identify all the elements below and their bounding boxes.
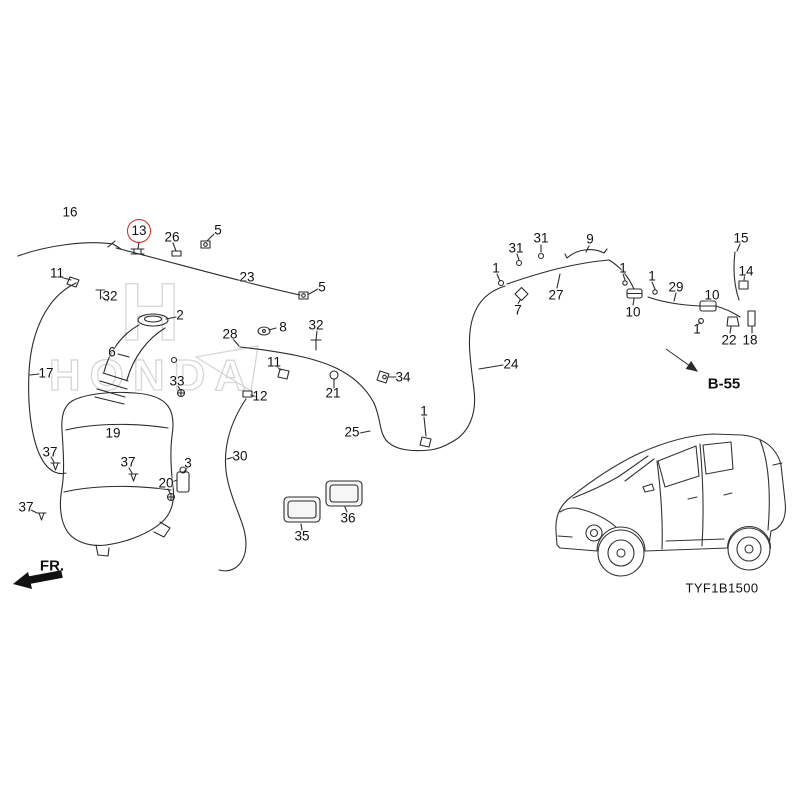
part-label[interactable]: 31 — [533, 230, 549, 246]
part-label[interactable]: 21 — [325, 385, 341, 401]
honda-watermark: H HONDA — [48, 266, 259, 401]
watermark-text: HONDA — [49, 351, 255, 400]
watermark-logo-h: H — [120, 267, 179, 358]
part-label[interactable]: 23 — [239, 269, 255, 285]
part-label[interactable]: 1 — [693, 321, 701, 337]
part-label[interactable]: 7 — [514, 302, 522, 318]
part-label[interactable]: 25 — [344, 424, 360, 440]
part-label[interactable]: 11 — [49, 265, 65, 281]
part-label[interactable]: 18 — [742, 332, 758, 348]
part-label[interactable]: 11 — [266, 354, 282, 370]
part-label[interactable]: 31 — [508, 240, 524, 256]
part-label[interactable]: 28 — [222, 326, 238, 342]
part-label[interactable]: 32 — [308, 317, 324, 333]
washer-system-lines — [17, 233, 756, 572]
part-label[interactable]: 36 — [340, 510, 356, 526]
watermark-wing — [194, 345, 259, 393]
b55-arrow — [665, 348, 699, 372]
part-label[interactable]: 32 — [102, 288, 118, 304]
part-label[interactable]: 5 — [318, 279, 326, 295]
part-label[interactable]: 29 — [668, 279, 684, 295]
part-label[interactable]: 37 — [42, 444, 58, 460]
part-label[interactable]: 15 — [733, 230, 749, 246]
part-label[interactable]: 1 — [492, 260, 500, 276]
diagram-code: TYF1B1500 — [685, 580, 759, 596]
part-label[interactable]: 16 — [62, 204, 78, 220]
part-label[interactable]: 20 — [158, 475, 174, 491]
part-label[interactable]: 35 — [294, 528, 310, 544]
fr-arrow-icon — [13, 570, 63, 589]
reference-link-b55[interactable]: B-55 — [707, 375, 741, 393]
part-label[interactable]: 8 — [279, 319, 287, 335]
part-label[interactable]: 37 — [18, 499, 34, 515]
part-label[interactable]: 1 — [420, 403, 428, 419]
part-label[interactable]: 12 — [252, 388, 268, 404]
part-label[interactable]: 26 — [164, 229, 180, 245]
part-label[interactable]: 3 — [184, 455, 192, 471]
part-label[interactable]: 19 — [105, 425, 121, 441]
part-label[interactable]: 6 — [108, 344, 116, 360]
part-label[interactable]: 17 — [38, 365, 54, 381]
part-label[interactable]: 10 — [625, 304, 641, 320]
part-label[interactable]: 27 — [548, 287, 564, 303]
part-label[interactable]: 34 — [395, 369, 411, 385]
part-label[interactable]: 22 — [721, 332, 737, 348]
car-illustration — [555, 433, 786, 577]
part-label[interactable]: 33 — [169, 373, 185, 389]
part-label[interactable]: 5 — [214, 222, 222, 238]
front-direction-label: FR. — [39, 557, 65, 575]
part-label[interactable]: 1 — [619, 260, 627, 276]
part-label[interactable]: 2 — [176, 307, 184, 323]
part-label[interactable]: 24 — [503, 356, 519, 372]
part-label[interactable]: 9 — [586, 231, 594, 247]
part-label[interactable]: 1 — [648, 268, 656, 284]
part-label[interactable]: 30 — [232, 448, 248, 464]
part-label-highlighted[interactable]: 13 — [127, 219, 151, 243]
part-label[interactable]: 37 — [120, 454, 136, 470]
part-label[interactable]: 10 — [704, 287, 720, 303]
part-label[interactable]: 14 — [738, 263, 754, 279]
